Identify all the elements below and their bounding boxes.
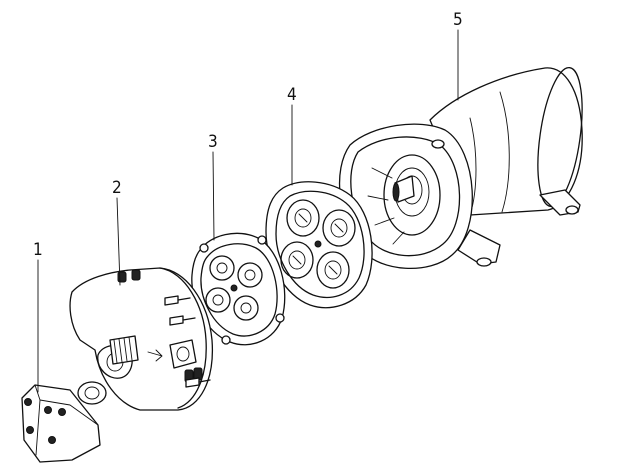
callout-number-5: 5	[453, 10, 463, 30]
callout-4: 4	[287, 85, 297, 186]
callout-number-2: 2	[112, 178, 122, 198]
part-1-end-cap	[21, 381, 107, 463]
part-5-motor	[338, 66, 583, 270]
callout-number-4: 4	[287, 85, 297, 105]
callout-number-1: 1	[33, 240, 43, 260]
callout-5: 5	[453, 10, 463, 101]
callout-number-3: 3	[208, 132, 218, 152]
callout-2: 2	[112, 178, 122, 286]
callout-3: 3	[208, 132, 218, 241]
part-3-valve-plate	[191, 232, 286, 346]
part-4-diaphragm	[265, 181, 373, 309]
callout-1: 1	[33, 240, 43, 393]
part-2-pump-head	[69, 267, 214, 411]
